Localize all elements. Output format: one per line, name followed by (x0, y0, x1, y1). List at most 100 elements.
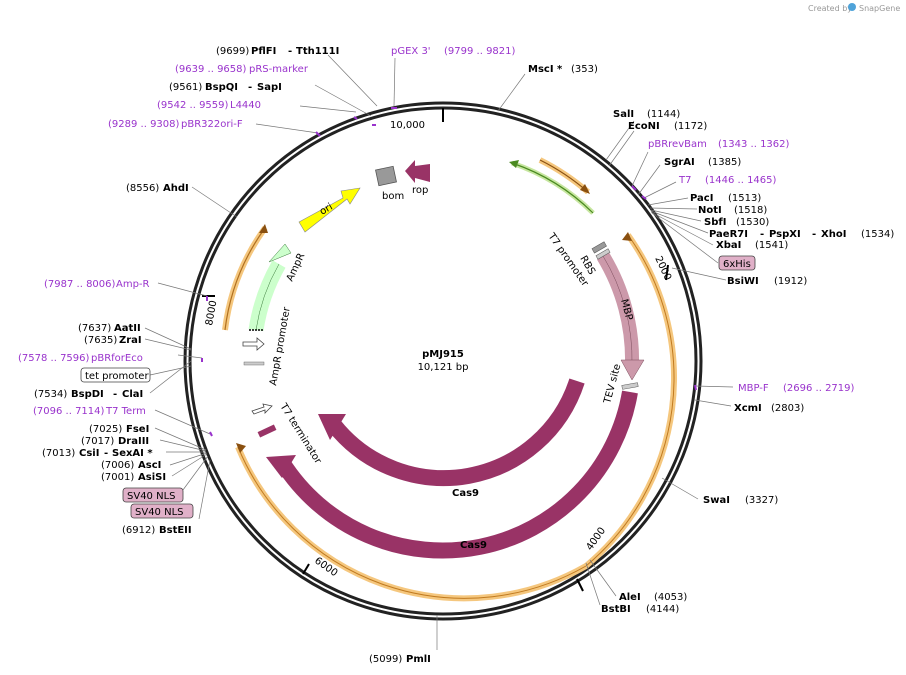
site-label-bspdi[interactable]: (7534) BspDI - ClaI (34, 389, 143, 400)
site-label-sali[interactable]: SalI (1144) (613, 109, 680, 120)
site-label-xcmi[interactable]: XcmI (2803) (734, 403, 804, 414)
site-label-paci[interactable]: PacI (1513) (690, 193, 761, 204)
primer-range: (1446 .. 1465) (705, 175, 777, 186)
mbp-arrowhead (620, 359, 645, 381)
boxed-label: SV40 NLS (135, 507, 184, 518)
boxed-bg (122, 487, 184, 503)
ampr-promoter-mark (243, 361, 265, 366)
primer-label-amp-r[interactable]: (7987 .. 8006) Amp-R (44, 279, 150, 290)
site-label-bsiwi[interactable]: BsiWI (1912) (727, 276, 807, 287)
site-pos: (4144) (646, 604, 679, 615)
boxed-bg (718, 255, 756, 271)
primer-range: (9542 .. 9559) (157, 100, 229, 111)
site-name2: Tth111I (296, 46, 339, 57)
site-name: FseI (126, 424, 149, 435)
cas9-outer-label: Cas9 (460, 540, 487, 551)
orange-bottom-arrow-end (236, 443, 246, 453)
site-label-econi[interactable]: EcoNI (1172) (628, 121, 707, 132)
site-name: CsiI (79, 448, 99, 459)
site-label-bstbi[interactable]: BstBI (4144) (601, 604, 679, 615)
site-sep: - (113, 389, 117, 400)
boxed-label: 6xHis (723, 259, 751, 270)
credit-brand: SnapGene (859, 4, 900, 13)
site-name: SwaI (703, 495, 730, 506)
site-label-bspqi[interactable]: (9561) BspQI - SapI (169, 82, 282, 93)
primer-label-t7[interactable]: T7 (1446 .. 1465) (678, 175, 777, 186)
primer-range: (7987 .. 8006) (44, 279, 116, 290)
site-label-alei[interactable]: AleI (4053) (619, 592, 687, 603)
plasmid-name: pMJ915 (422, 349, 464, 360)
site-label-asci[interactable]: (7006) AscI (101, 460, 161, 471)
primer-label-prs-marker[interactable]: (9639 .. 9658) pRS-marker (175, 64, 309, 75)
boxed-tet-promoter[interactable]: tet promoter (80, 367, 151, 383)
site-name3: XhoI (821, 229, 846, 240)
site-pos: (7017) (81, 436, 114, 447)
primer-range: (7096 .. 7114) (33, 406, 105, 417)
primer-label-mbp-f[interactable]: MBP-F (2696 .. 2719) (738, 383, 855, 394)
site-label-sbfi[interactable]: SbfI (1530) (704, 217, 769, 228)
snapgene-credit[interactable]: Created by SnapGene (808, 3, 900, 13)
site-name: SgrAI (664, 157, 695, 168)
bom-mark (375, 165, 397, 187)
site-name: XcmI (734, 403, 762, 414)
site-label-ahdi[interactable]: (8556) AhdI (126, 183, 189, 194)
orange-arc-right-line (585, 234, 675, 567)
backbone-outer (183, 101, 703, 621)
primer-name: pBR322ori-F (181, 119, 243, 130)
site-label-msci[interactable]: MscI * (353) (528, 64, 598, 75)
t7-promoter-mark (595, 248, 611, 260)
site-pos: (9699) (216, 46, 249, 57)
primer-range: (9289 .. 9308) (108, 119, 180, 130)
site-pos: (1144) (647, 109, 680, 120)
site-name: BstBI (601, 604, 631, 615)
site-label-noti[interactable]: NotI (1518) (698, 205, 767, 216)
site-pos: (1530) (736, 217, 769, 228)
primer-label-pgex3[interactable]: pGEX 3' (9799 .. 9821) (391, 46, 516, 57)
primer-label-pbrforeco[interactable]: (7578 .. 7596) pBRforEco (18, 353, 143, 364)
site-label-xbai[interactable]: XbaI (1541) (716, 240, 788, 251)
site-pos: (5099) (369, 654, 402, 665)
boxed-bg (80, 367, 151, 383)
cas9-outer-arrowhead (266, 455, 296, 478)
site-label-draiii[interactable]: (7017) DraIII (81, 436, 149, 447)
primer-label-pbrrevbam[interactable]: pBRrevBam (1343 .. 1362) (648, 139, 790, 150)
site-name: DraIII (118, 436, 149, 447)
site-name: AatII (114, 323, 141, 334)
site-label-pmli[interactable]: (5099) PmlI (369, 654, 431, 665)
green-arc-arrow (509, 160, 519, 168)
primer-range: (9799 .. 9821) (444, 46, 516, 57)
backbone-inner (188, 106, 698, 616)
site-name: MscI * (528, 64, 563, 75)
primer-name: pRS-marker (249, 64, 309, 75)
ampr-promoter-arrow-icon (242, 337, 265, 351)
primer-label-l4440[interactable]: (9542 .. 9559) L4440 (157, 100, 261, 111)
ampr-promoter-label: AmpR promoter (268, 305, 293, 386)
site-label-swai[interactable]: SwaI (3327) (703, 495, 778, 506)
site-name2: SapI (257, 82, 282, 93)
site-label-pflfi[interactable]: (9699) PflFI - Tth111I (216, 46, 339, 57)
t7-terminator-mark (257, 424, 277, 438)
site-name: AleI (619, 592, 641, 603)
boxed-6xhis[interactable]: 6xHis (718, 255, 756, 271)
plasmid-length: 10,121 bp (418, 362, 469, 373)
primer-label-t7-term[interactable]: (7096 .. 7114) T7 Term (33, 406, 146, 417)
site-label-asisi[interactable]: (7001) AsiSI (101, 472, 166, 483)
site-sep: - (760, 229, 764, 240)
primer-name: T7 Term (105, 406, 146, 417)
boxed-label: SV40 NLS (127, 491, 176, 502)
site-label-sgrai[interactable]: SgrAI (1385) (664, 157, 741, 168)
site-label-zrai[interactable]: (7635) ZraI (84, 335, 142, 346)
site-label-paer7i[interactable]: PaeR7I - PspXI - XhoI (1534) (709, 229, 894, 240)
orange-arc-top-arrow (580, 184, 590, 194)
primer-label-pbr322ori-f[interactable]: (9289 .. 9308) pBR322ori-F (108, 119, 243, 130)
site-label-bsteii[interactable]: (6912) BstEII (122, 525, 192, 536)
boxed-sv40-nls-2[interactable]: SV40 NLS (130, 503, 194, 519)
site-label-csii[interactable]: (7013) CsiI - SexAI * (42, 448, 153, 459)
cas9-outer-arc (275, 390, 638, 559)
site-name: PmlI (406, 654, 431, 665)
site-label-aatii[interactable]: (7637) AatII (78, 323, 141, 334)
boxed-sv40-nls-1[interactable]: SV40 NLS (122, 487, 184, 503)
site-label-fsei[interactable]: (7025) FseI (89, 424, 149, 435)
ampr-arc (248, 260, 286, 332)
site-pos: (7534) (34, 389, 67, 400)
